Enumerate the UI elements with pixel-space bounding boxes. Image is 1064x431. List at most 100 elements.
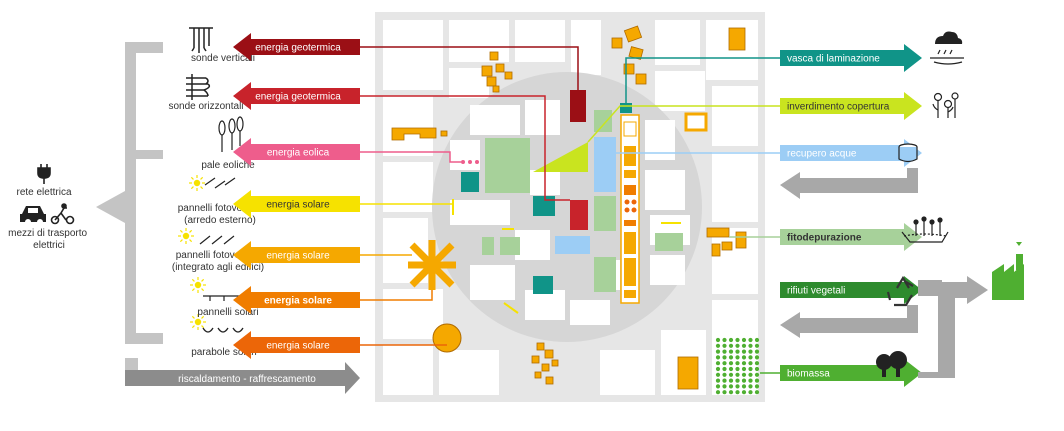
wind-turbines-icon <box>218 116 244 152</box>
horizontal-probes-icon <box>186 74 211 100</box>
arrow-label: energia solare <box>266 251 330 262</box>
source-label-line: pannelli fotovoltaici <box>178 203 263 214</box>
return-arrows <box>780 168 988 378</box>
arrow-label: biomassa <box>787 369 830 380</box>
right-arrow-1: vasca di laminazione <box>780 44 922 72</box>
arrow-shape <box>780 139 922 167</box>
mezzi-line-2: elettrici <box>33 240 65 251</box>
left-arrow-5: energia solare <box>233 241 360 269</box>
building-right <box>706 227 747 257</box>
teal-block <box>461 172 479 192</box>
collector-bracket <box>96 42 163 344</box>
building-left <box>391 127 448 141</box>
left-source-labels: sonde verticali sonde orizzontali pale eol… <box>168 53 264 358</box>
building-bottom <box>531 342 699 390</box>
site-map <box>375 12 765 402</box>
sun-icons <box>178 175 206 330</box>
linear-building <box>620 114 640 304</box>
connector-lines <box>360 46 780 374</box>
arrow-shape <box>780 276 922 304</box>
water-block <box>594 137 616 192</box>
pv-panels-integrated <box>199 235 235 245</box>
teal-block <box>533 276 553 294</box>
scooter-icon <box>50 203 75 225</box>
arrow-shape <box>233 190 360 218</box>
source-label-1: sonde verticali <box>191 53 255 64</box>
right-arrow-2: inverdimento copertura <box>780 92 922 120</box>
mezzi-line-1: mezzi di trasporto <box>8 228 87 239</box>
water-tank-icon <box>898 143 918 163</box>
left-arrow-3: energia eolica <box>233 138 360 166</box>
left-arrow-1: energia geotermica <box>233 33 360 61</box>
arrow-label: energia geotermica <box>255 43 341 54</box>
left-arrows: energia geotermica energia geotermica ener… <box>233 33 360 359</box>
arrow-label: vasca di laminazione <box>787 54 880 65</box>
park-block <box>500 237 520 255</box>
source-label-6: pannelli solari <box>197 307 258 318</box>
arrow-shape <box>780 44 922 72</box>
park-block <box>594 257 616 292</box>
arrow-label: energia geotermica <box>255 92 341 103</box>
rete-elettrica-label: rete elettrica <box>16 187 71 198</box>
arrow-shape <box>233 33 360 61</box>
teal-block <box>533 196 555 216</box>
arrow-shape <box>233 82 360 110</box>
source-label-2: sonde orizzontali <box>168 101 243 112</box>
wind-dots <box>461 160 479 164</box>
geo-dark-block <box>570 90 586 122</box>
arrow-label: inverdimento copertura <box>787 102 890 113</box>
arrow-label: energia solare <box>266 200 330 211</box>
source-label-line: parabole solari <box>191 347 257 358</box>
plug-icon <box>37 164 51 184</box>
right-arrow-3: recupero acque <box>780 139 922 167</box>
mezzi-trasporto: mezzi di trasporto elettrici <box>8 203 90 251</box>
source-label-line: (arredo esterno) <box>184 215 256 226</box>
rain-basin-icon <box>930 31 964 65</box>
phyto-plants-icon <box>901 216 949 243</box>
source-label-line: pale eoliche <box>201 160 255 171</box>
circle-blocks <box>450 100 690 325</box>
sun-icon <box>178 228 194 244</box>
left-arrow-6: energia solare <box>233 286 360 314</box>
source-label-line: sonde orizzontali <box>168 101 243 112</box>
factory-icon <box>992 242 1024 300</box>
riscaldamento-label: riscaldamento - raffrescamento <box>178 374 316 385</box>
solar-dish-building <box>432 323 462 353</box>
right-arrow-4: fitodepurazione <box>780 223 922 251</box>
source-label-line: sonde verticali <box>191 53 255 64</box>
park-block <box>482 237 494 255</box>
mezzi-trasporto-label: mezzi di trasporto elettrici <box>8 228 90 251</box>
recycle-icon <box>886 275 914 307</box>
park-block <box>485 138 530 193</box>
solar-dashes <box>452 199 681 314</box>
arrow-label: recupero acque <box>787 149 857 160</box>
teal-small-block <box>620 103 632 113</box>
star-building <box>408 240 456 290</box>
building-cluster-top <box>481 25 746 132</box>
sun-icon <box>190 314 206 330</box>
geo-red-block <box>570 200 588 230</box>
source-label-line: pannelli solari <box>197 307 258 318</box>
arrow-label: rifiuti vegetali <box>787 286 845 297</box>
pv-panels-external <box>204 177 236 189</box>
arrow-shape <box>780 223 922 251</box>
source-label-line: pannelli fotovoltaici <box>176 250 261 261</box>
left-arrow-4: energia solare <box>233 190 360 218</box>
biomass-dots <box>715 337 760 395</box>
left-arrow-7: energia solare <box>233 331 360 359</box>
arrow-shape <box>233 138 360 166</box>
park-block <box>655 233 683 251</box>
left-arrow-2: energia geotermica <box>233 82 360 110</box>
rete-elettrica: rete elettrica <box>16 164 72 198</box>
sun-icon <box>189 175 205 191</box>
arrow-label: energia solare <box>264 296 332 307</box>
green-roof-triangle <box>533 142 588 172</box>
source-label-3: pale eoliche <box>201 160 255 171</box>
source-label-4: pannelli fotovoltaici(arredo esterno) <box>178 203 263 226</box>
right-arrow-5: rifiuti vegetali <box>780 276 922 304</box>
arrow-label: fitodepurazione <box>787 233 862 244</box>
arrow-shape <box>780 92 922 120</box>
arrow-shape <box>233 331 360 359</box>
riscaldamento-arrow: riscaldamento - raffrescamento <box>125 358 360 394</box>
